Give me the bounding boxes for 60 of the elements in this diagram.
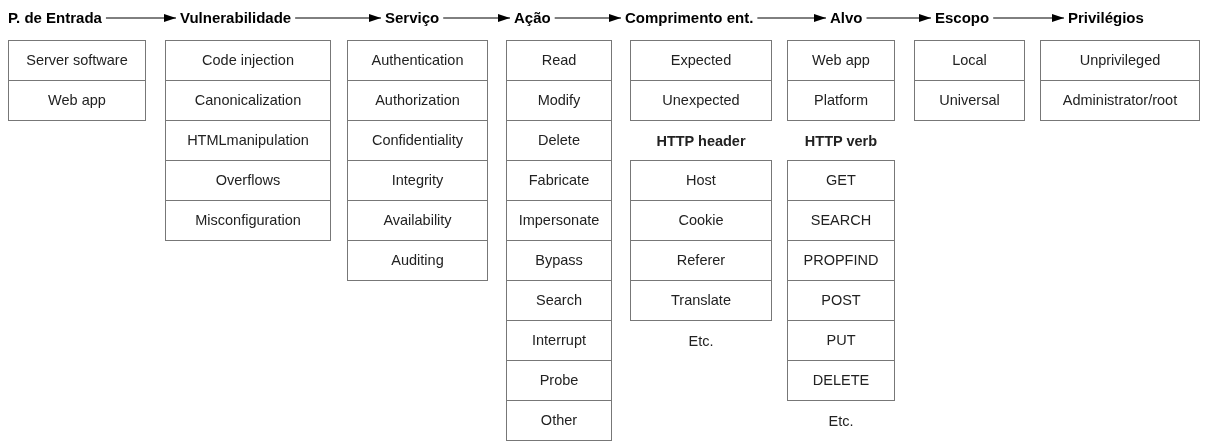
column-heading: Vulnerabilidade	[180, 8, 292, 28]
category-cell: Impersonate	[506, 200, 612, 241]
category-cell: Fabricate	[506, 160, 612, 201]
category-cell: Server software	[8, 40, 146, 81]
category-cell: Availability	[347, 200, 488, 241]
category-cell: Other	[506, 400, 612, 441]
etc-note: Etc.	[687, 331, 715, 351]
category-cell: Code injection	[165, 40, 331, 81]
category-cell: Bypass	[506, 240, 612, 281]
category-cell: Referer	[630, 240, 772, 281]
category-cell: DELETE	[787, 360, 895, 401]
category-cell: Local	[914, 40, 1025, 81]
arrow	[992, 14, 1065, 22]
arrow	[442, 14, 511, 22]
category-cell: Authorization	[347, 80, 488, 121]
arrow	[756, 14, 827, 22]
category-cell: Integrity	[347, 160, 488, 201]
column-heading: P. de Entrada	[8, 8, 102, 28]
column-heading: Serviço	[385, 8, 440, 28]
category-cell: Unprivileged	[1040, 40, 1200, 81]
category-cell: Host	[630, 160, 772, 201]
category-cell: Translate	[630, 280, 772, 321]
category-cell: Probe	[506, 360, 612, 401]
category-cell: Platform	[787, 80, 895, 121]
category-cell: Cookie	[630, 200, 772, 241]
category-cell: Delete	[506, 120, 612, 161]
arrow	[294, 14, 382, 22]
category-cell: PUT	[787, 320, 895, 361]
category-cell: Administrator/root	[1040, 80, 1200, 121]
category-cell: POST	[787, 280, 895, 321]
category-cell: Authentication	[347, 40, 488, 81]
category-cell: Unexpected	[630, 80, 772, 121]
column-heading: Alvo	[830, 8, 863, 28]
category-cell: Expected	[630, 40, 772, 81]
category-cell: Universal	[914, 80, 1025, 121]
category-cell: HTMLmanipulation	[165, 120, 331, 161]
subheading: HTTP header	[655, 131, 747, 151]
column-heading: Ação	[514, 8, 551, 28]
category-cell: Interrupt	[506, 320, 612, 361]
etc-note: Etc.	[827, 411, 855, 431]
column-heading: Privilégios	[1068, 8, 1144, 28]
category-cell: PROPFIND	[787, 240, 895, 281]
column-heading: Comprimento ent.	[625, 8, 754, 28]
category-cell: Read	[506, 40, 612, 81]
subheading: HTTP verb	[803, 131, 879, 151]
category-cell: Overflows	[165, 160, 331, 201]
category-cell: SEARCH	[787, 200, 895, 241]
arrow	[554, 14, 622, 22]
category-cell: GET	[787, 160, 895, 201]
category-cell: Modify	[506, 80, 612, 121]
column-heading: Escopo	[935, 8, 990, 28]
category-cell: Misconfiguration	[165, 200, 331, 241]
arrow	[105, 14, 177, 22]
category-cell: Confidentiality	[347, 120, 488, 161]
category-cell: Auditing	[347, 240, 488, 281]
category-cell: Search	[506, 280, 612, 321]
arrow	[866, 14, 932, 22]
category-cell: Canonicalization	[165, 80, 331, 121]
category-cell: Web app	[8, 80, 146, 121]
category-cell: Web app	[787, 40, 895, 81]
